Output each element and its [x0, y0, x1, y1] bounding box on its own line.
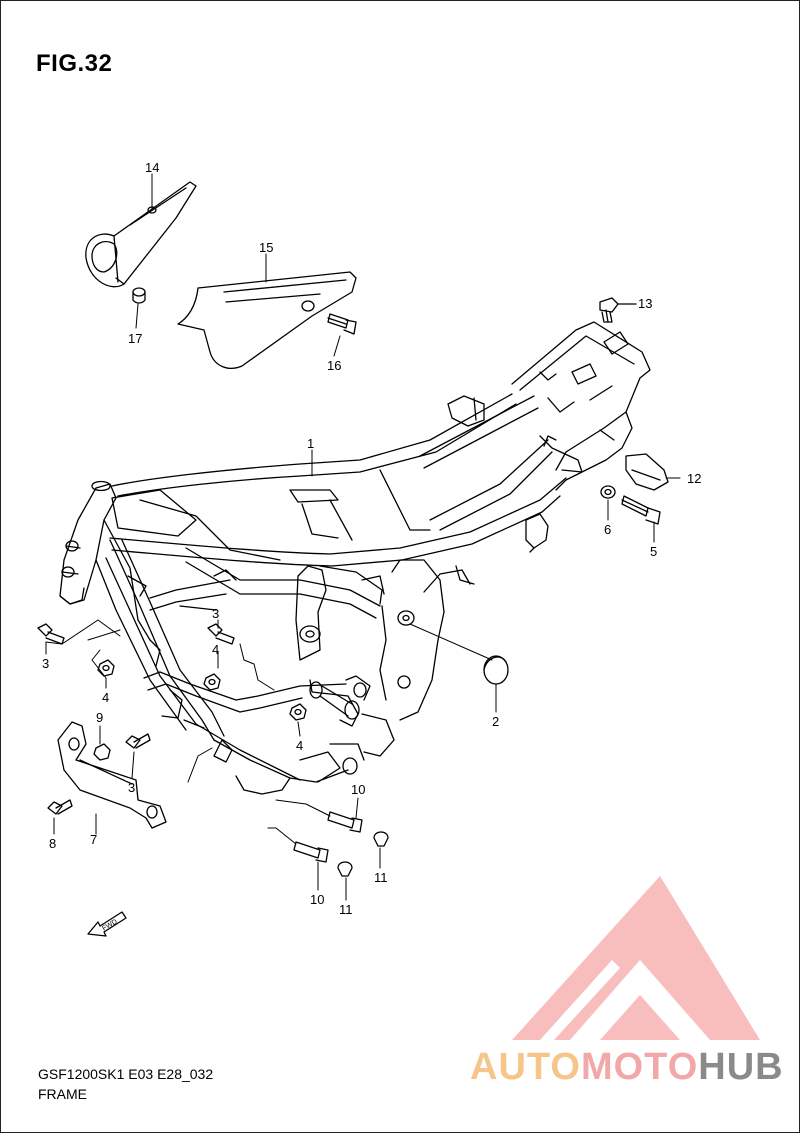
callout-15: 15 — [259, 240, 273, 255]
cap-11-a — [373, 831, 389, 847]
side-cover-14 — [85, 181, 197, 288]
callout-11-b: 11 — [339, 902, 353, 917]
callout-16: 16 — [327, 358, 341, 373]
grommet-17 — [132, 287, 146, 304]
nut-4-b — [203, 673, 221, 691]
callout-4-a: 4 — [102, 690, 109, 705]
watermark-auto: AUTO — [470, 1046, 581, 1088]
bolt-13 — [599, 297, 637, 323]
callout-8: 8 — [49, 836, 56, 851]
callout-3-b: 3 — [212, 606, 219, 621]
bolt-3-c — [125, 733, 151, 749]
callout-4-c: 4 — [296, 738, 303, 753]
bolt-3-a — [37, 623, 65, 645]
nut-4-c — [289, 703, 307, 721]
leader-lines — [45, 173, 681, 901]
callout-17: 17 — [128, 331, 142, 346]
watermark-text: AUTOMOTOHUB — [470, 1046, 784, 1089]
bolt-10-b — [293, 841, 329, 863]
bracket-7 — [57, 721, 167, 829]
callout-3-a: 3 — [42, 656, 49, 671]
fwd-label: FWD — [101, 918, 118, 932]
callout-2: 2 — [492, 714, 499, 729]
callout-7: 7 — [90, 832, 97, 847]
callout-5: 5 — [650, 544, 657, 559]
callout-6: 6 — [604, 522, 611, 537]
bolt-8 — [47, 799, 73, 815]
bolt-5 — [621, 495, 661, 525]
part-number: GSF1200SK1 E03 E28_032 — [38, 1066, 214, 1082]
callout-4-b: 4 — [212, 642, 219, 657]
bracket-12 — [625, 453, 669, 491]
watermark-moto: MOTO — [580, 1046, 699, 1088]
watermark-hub: HUB — [698, 1046, 784, 1088]
bolt-10-a — [327, 811, 363, 833]
callout-9: 9 — [96, 710, 103, 725]
nut-9 — [93, 743, 111, 761]
cap-2 — [483, 655, 509, 685]
fwd-arrow-icon — [87, 911, 127, 937]
washer-6 — [600, 485, 616, 499]
callout-12: 12 — [687, 471, 701, 486]
figure-title: FIG.32 — [36, 50, 113, 77]
bolt-3-b — [207, 623, 235, 645]
callout-10-a: 10 — [351, 782, 365, 797]
callout-11-a: 11 — [374, 870, 388, 885]
bolt-16 — [327, 313, 357, 335]
callout-1: 1 — [307, 436, 314, 451]
cap-11-b — [337, 861, 353, 877]
watermark-logo — [512, 876, 760, 1040]
callout-13: 13 — [638, 296, 652, 311]
frame-cover-15 — [177, 271, 357, 369]
part-name: FRAME — [38, 1086, 87, 1102]
callout-3-c: 3 — [128, 780, 135, 795]
callout-10-b: 10 — [310, 892, 324, 907]
nut-4-a — [97, 659, 115, 677]
main-frame-1 — [59, 321, 651, 795]
callout-14: 14 — [145, 160, 159, 175]
